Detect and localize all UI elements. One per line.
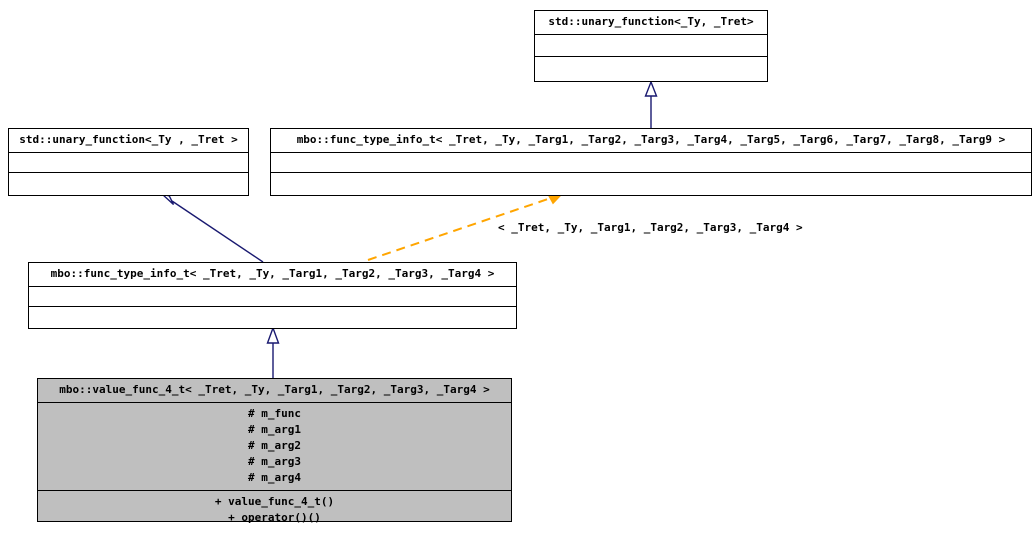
class-attribute: # m_func: [248, 407, 301, 420]
class-attributes-section: [271, 153, 1031, 173]
class-operations-section: [535, 57, 767, 79]
class-attributes-section: [29, 287, 516, 307]
class-attribute: # m_arg4: [248, 471, 301, 484]
class-title: mbo::func_type_info_t< _Tret, _Ty, _Targ…: [271, 129, 1031, 153]
class-attribute: # m_arg3: [248, 455, 301, 468]
class-attribute: # m_arg2: [248, 439, 301, 452]
edge-inherit-4-from-std-left: [161, 193, 264, 263]
class-box-mbo-value-func-4-t[interactable]: mbo::value_func_4_t< _Tret, _Ty, _Targ1,…: [37, 378, 512, 524]
class-operation: + operator()(): [228, 511, 321, 524]
class-box-mbo-func-type-info-t-4[interactable]: mbo::func_type_info_t< _Tret, _Ty, _Targ…: [28, 262, 517, 329]
class-title: mbo::value_func_4_t< _Tret, _Ty, _Targ1,…: [38, 379, 511, 403]
edge-label-template-binding: < _Tret, _Ty, _Targ1, _Targ2, _Targ3, _T…: [498, 221, 803, 234]
class-operations-section: [29, 307, 516, 327]
class-attributes-section: # m_func # m_arg1 # m_arg2 # m_arg3 # m_…: [38, 403, 511, 491]
class-operation: + value_func_4_t(): [214, 495, 335, 508]
class-box-std-unary-function-left[interactable]: std::unary_function<_Ty , _Tret >: [8, 128, 249, 196]
class-attributes-section: [9, 153, 248, 173]
class-box-std-unary-function-top[interactable]: std::unary_function<_Ty, _Tret>: [534, 10, 768, 82]
class-title: std::unary_function<_Ty , _Tret >: [9, 129, 248, 153]
class-operations-section: [271, 173, 1031, 193]
edge-inherit-value-from-4: [266, 325, 280, 378]
class-box-mbo-func-type-info-t-9[interactable]: mbo::func_type_info_t< _Tret, _Ty, _Targ…: [270, 128, 1032, 196]
class-operations-section: + value_func_4_t() + operator()(): [38, 491, 511, 530]
class-title: mbo::func_type_info_t< _Tret, _Ty, _Targ…: [29, 263, 516, 287]
class-title: std::unary_function<_Ty, _Tret>: [535, 11, 767, 35]
class-attributes-section: [535, 35, 767, 57]
class-attribute: # m_arg1: [248, 423, 301, 436]
edge-inherit-9-from-std-top: [644, 80, 658, 128]
class-operations-section: [9, 173, 248, 193]
